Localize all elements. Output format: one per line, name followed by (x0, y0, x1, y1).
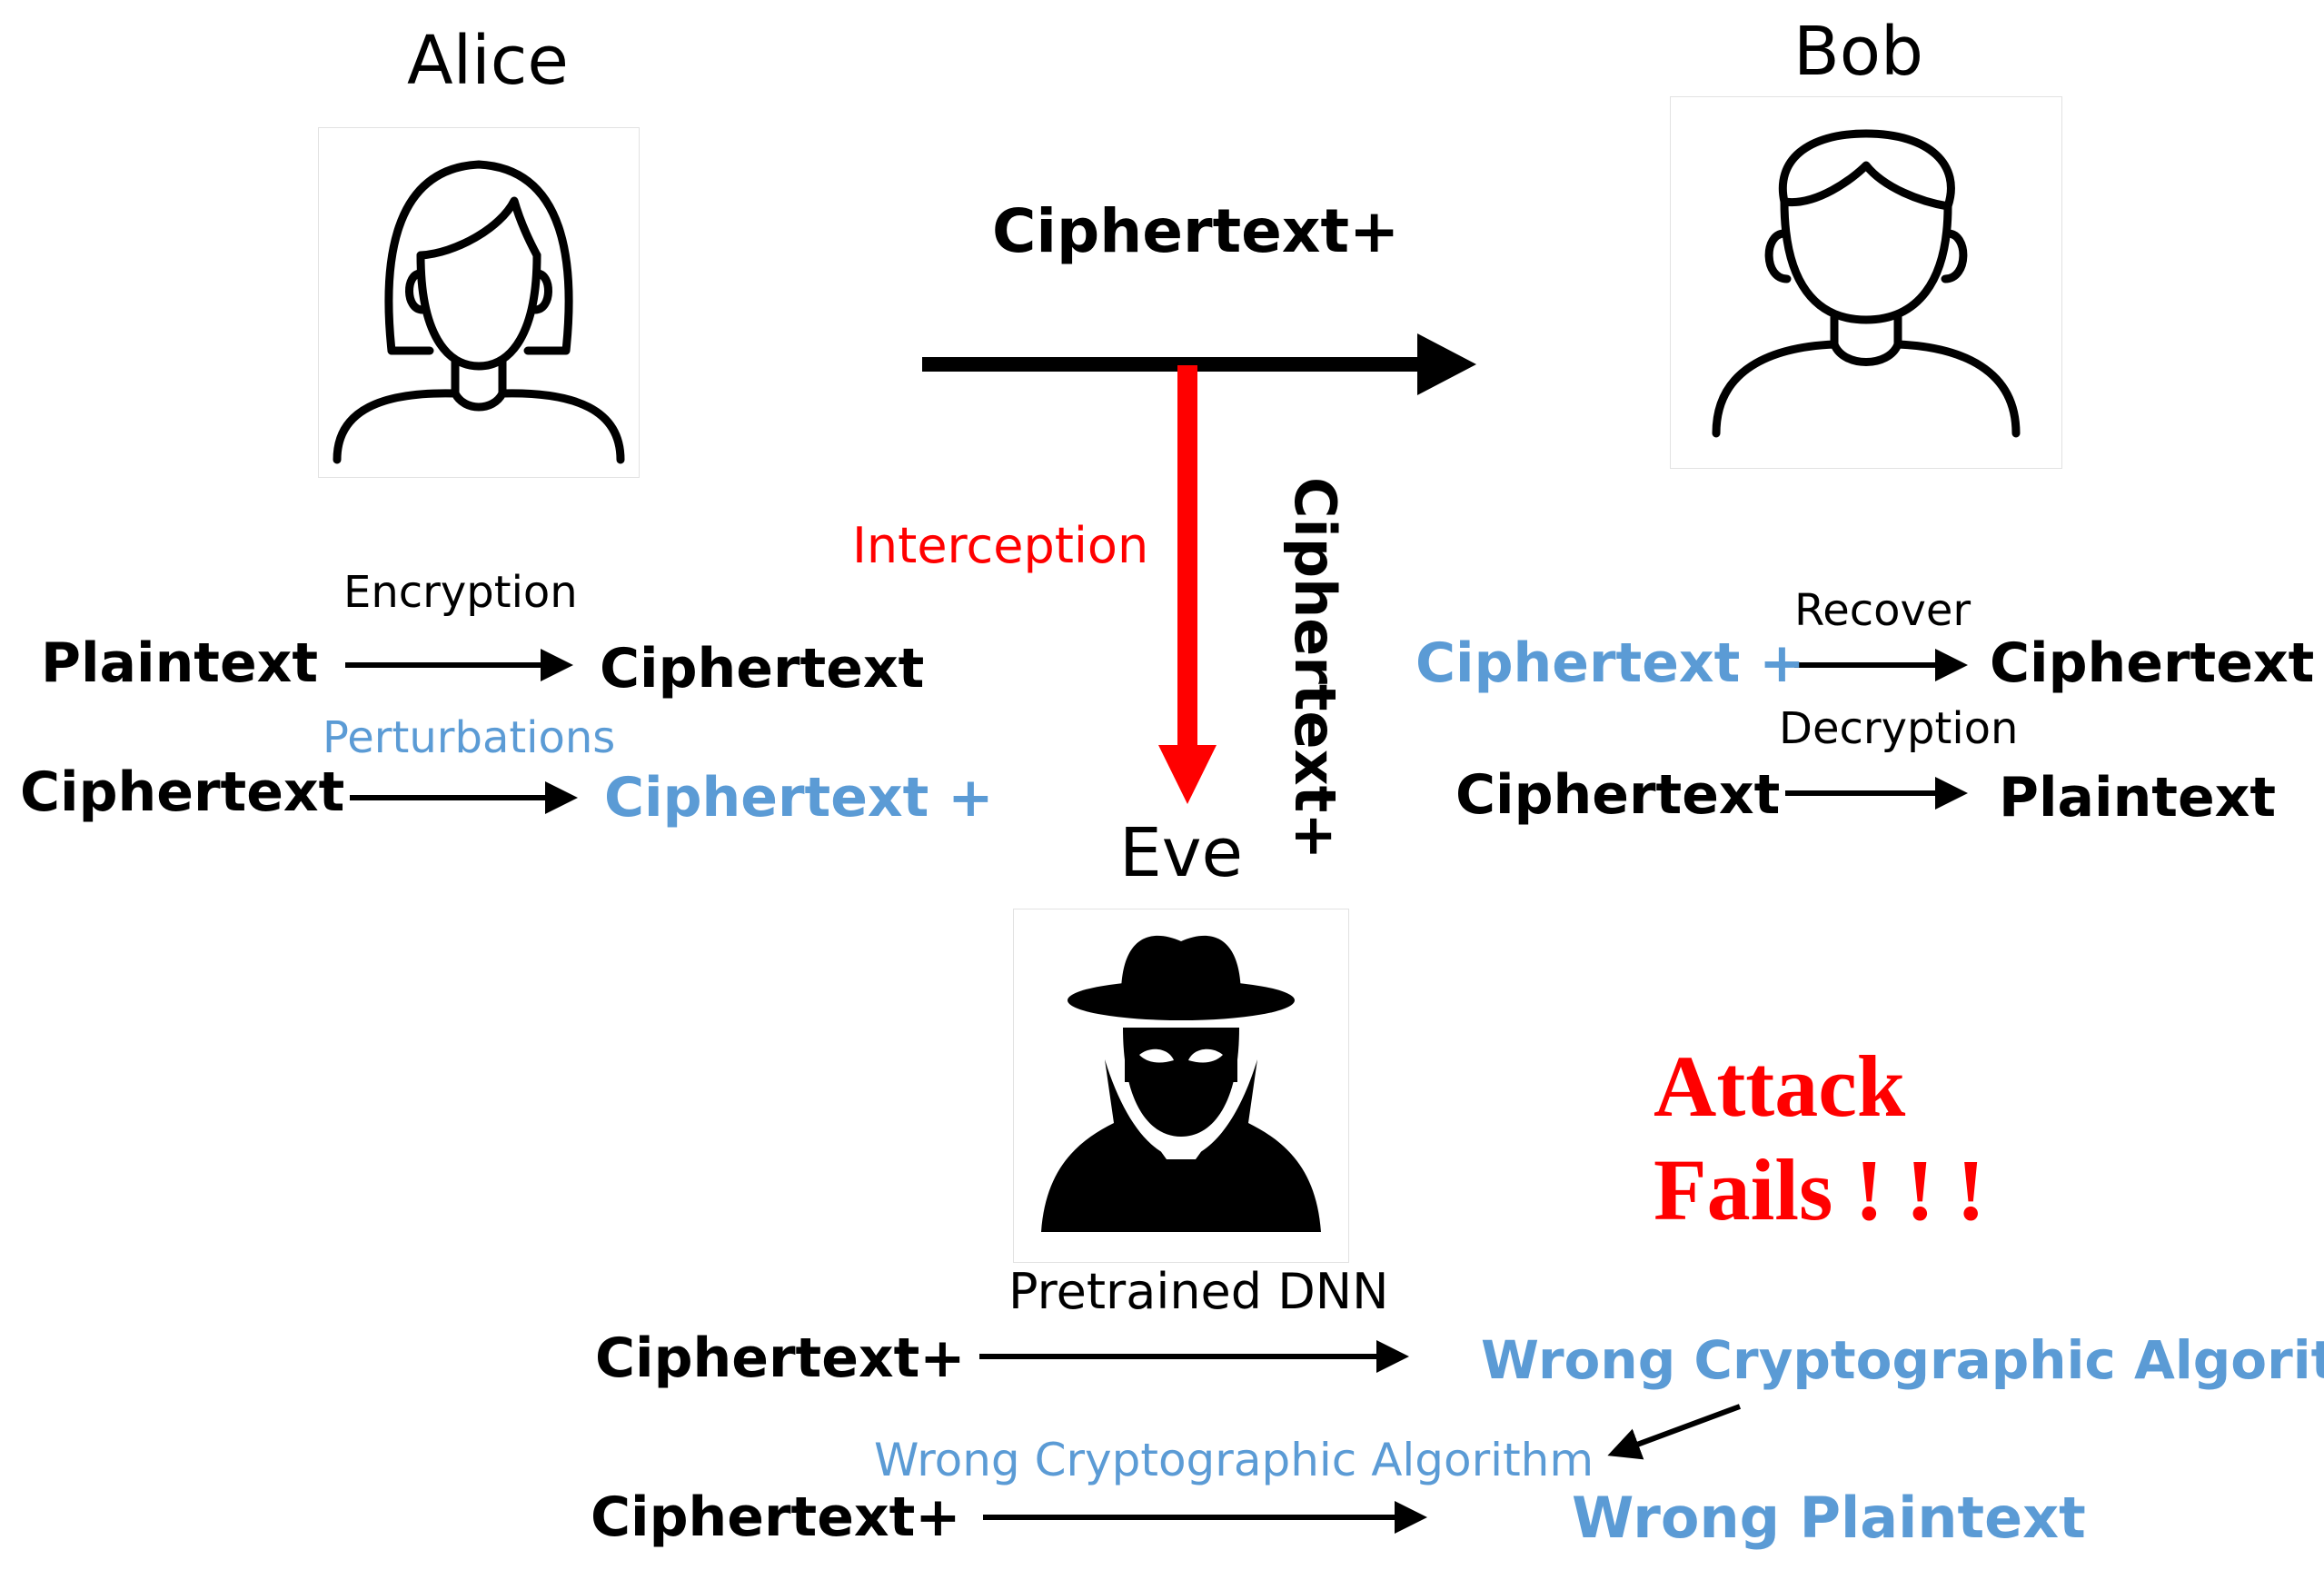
attack-result-line1: Attack (1654, 1038, 1906, 1135)
alice-row2-to: Ciphertext + (604, 766, 994, 830)
eve-row1-to: Wrong Cryptographic Algorithm (1481, 1329, 2324, 1391)
wrong-algorithm-feedback-arrow (1607, 1404, 1742, 1460)
alice-row1-op: Encryption (343, 567, 578, 618)
channel-arrow (922, 333, 1476, 395)
spy-icon (1041, 935, 1321, 1232)
alice-row2-from: Ciphertext (20, 760, 345, 824)
alice-avatar (318, 127, 640, 478)
channel-label: Ciphertext+ (992, 196, 1400, 266)
eve-row1-op: Pretrained DNN (1008, 1263, 1389, 1320)
interception-label: Interception (852, 517, 1149, 574)
bob-name: Bob (1793, 13, 1924, 91)
alice-row1-from: Plaintext (41, 631, 319, 695)
bob-row2-to: Plaintext (1999, 766, 2277, 830)
bob-row2-from: Ciphertext (1455, 763, 1781, 827)
interception-arrow (1158, 365, 1217, 804)
bob-row1-to: Ciphertext (1990, 631, 2315, 695)
eve-name: Eve (1119, 814, 1244, 892)
eve-row2-from: Ciphertext+ (591, 1486, 961, 1549)
eve-row2-to: Wrong Plaintext (1572, 1485, 2086, 1551)
bob-row1-op: Recover (1794, 585, 1971, 636)
man-avatar-icon (1712, 129, 2021, 438)
alice-row2-op: Perturbations (323, 712, 616, 763)
alice-name: Alice (407, 22, 569, 100)
vertical-channel-label: Ciphertext+ (1282, 477, 1348, 860)
eve-row1-from: Ciphertext+ (595, 1327, 966, 1390)
bob-row2-op: Decryption (1779, 703, 2019, 754)
eve-row2-op: Wrong Cryptographic Algorithm (874, 1434, 1594, 1486)
bob-avatar (1670, 96, 2062, 469)
woman-avatar-icon (333, 160, 625, 464)
alice-row1-to: Ciphertext (600, 637, 925, 701)
eve-avatar (1013, 909, 1349, 1263)
attack-result-line2: Fails ! ! ! (1654, 1141, 1986, 1238)
bob-row1-from: Ciphertext + (1415, 631, 1805, 695)
